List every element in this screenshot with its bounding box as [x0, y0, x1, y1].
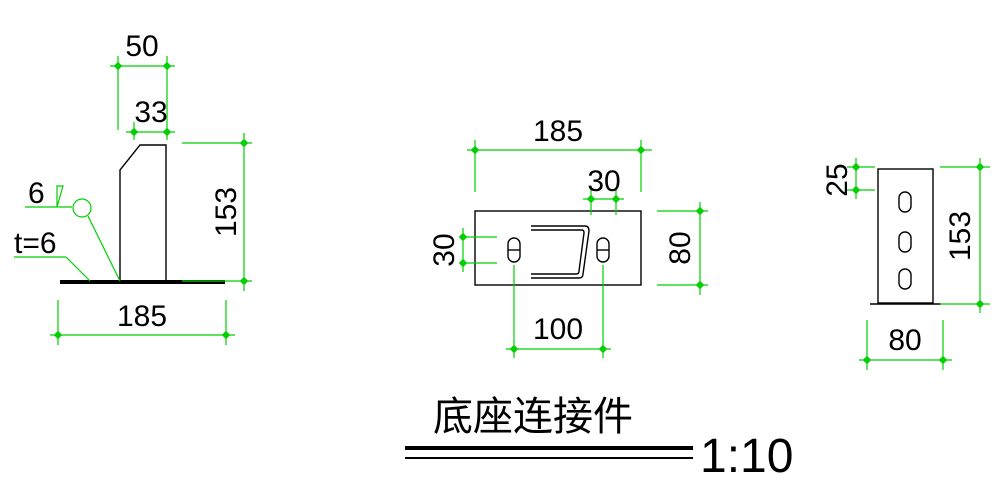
dim-end-top-offset-label: 25 — [821, 163, 854, 196]
title-block: 底座连接件 1:10 — [405, 394, 793, 483]
dim-plan-width-label: 80 — [664, 231, 697, 264]
dim-top-width-label: 50 — [125, 30, 158, 63]
weld-callout: 6 — [25, 177, 121, 282]
dim-hole-spacing: 100 — [506, 265, 611, 358]
side-view: 50 33 153 185 — [14, 30, 252, 345]
end-slot-1 — [898, 191, 912, 213]
dim-height: 153 — [182, 133, 252, 291]
dim-end-height: 153 — [940, 158, 990, 313]
dim-slot-width: 30 — [428, 228, 497, 272]
dim-top-width: 50 — [110, 30, 175, 140]
dim-plan-length: 185 — [467, 115, 652, 192]
thickness-label: t=6 — [14, 227, 57, 260]
dim-end-top-offset: 25 — [821, 158, 875, 199]
end-plate — [877, 168, 934, 304]
dim-slot-length: 30 — [583, 165, 624, 215]
plan-plate — [474, 210, 642, 286]
end-slot-2 — [898, 231, 912, 253]
plan-upright — [531, 229, 585, 275]
dim-slot-length-label: 30 — [587, 165, 620, 198]
dim-slot-width-label: 30 — [428, 233, 461, 266]
dim-height-label: 153 — [210, 187, 243, 237]
plan-view: 185 30 30 80 — [428, 115, 708, 358]
dim-base-length: 185 — [50, 300, 235, 345]
base-plate — [60, 280, 225, 284]
dim-plan-width: 80 — [657, 202, 708, 295]
dim-hole-spacing-label: 100 — [533, 313, 583, 346]
thickness-callout: t=6 — [14, 227, 91, 282]
dim-end-height-label: 153 — [944, 211, 977, 261]
dim-end-width-label: 80 — [888, 324, 921, 357]
drawing-title: 底座连接件 — [433, 394, 633, 440]
upright-plate — [119, 144, 167, 281]
dim-inner-width: 33 — [126, 96, 175, 140]
weld-size-label: 6 — [28, 177, 45, 210]
dim-plan-length-label: 185 — [533, 115, 583, 148]
drawing-scale: 1:10 — [700, 430, 793, 483]
slot-hole-left — [507, 237, 521, 263]
dim-end-width: 80 — [859, 320, 952, 370]
end-view: 25 153 80 — [821, 158, 990, 370]
end-slot-3 — [898, 268, 912, 290]
dim-base-length-label: 185 — [117, 300, 167, 333]
slot-hole-right — [596, 237, 610, 263]
dim-inner-width-label: 33 — [134, 96, 167, 129]
